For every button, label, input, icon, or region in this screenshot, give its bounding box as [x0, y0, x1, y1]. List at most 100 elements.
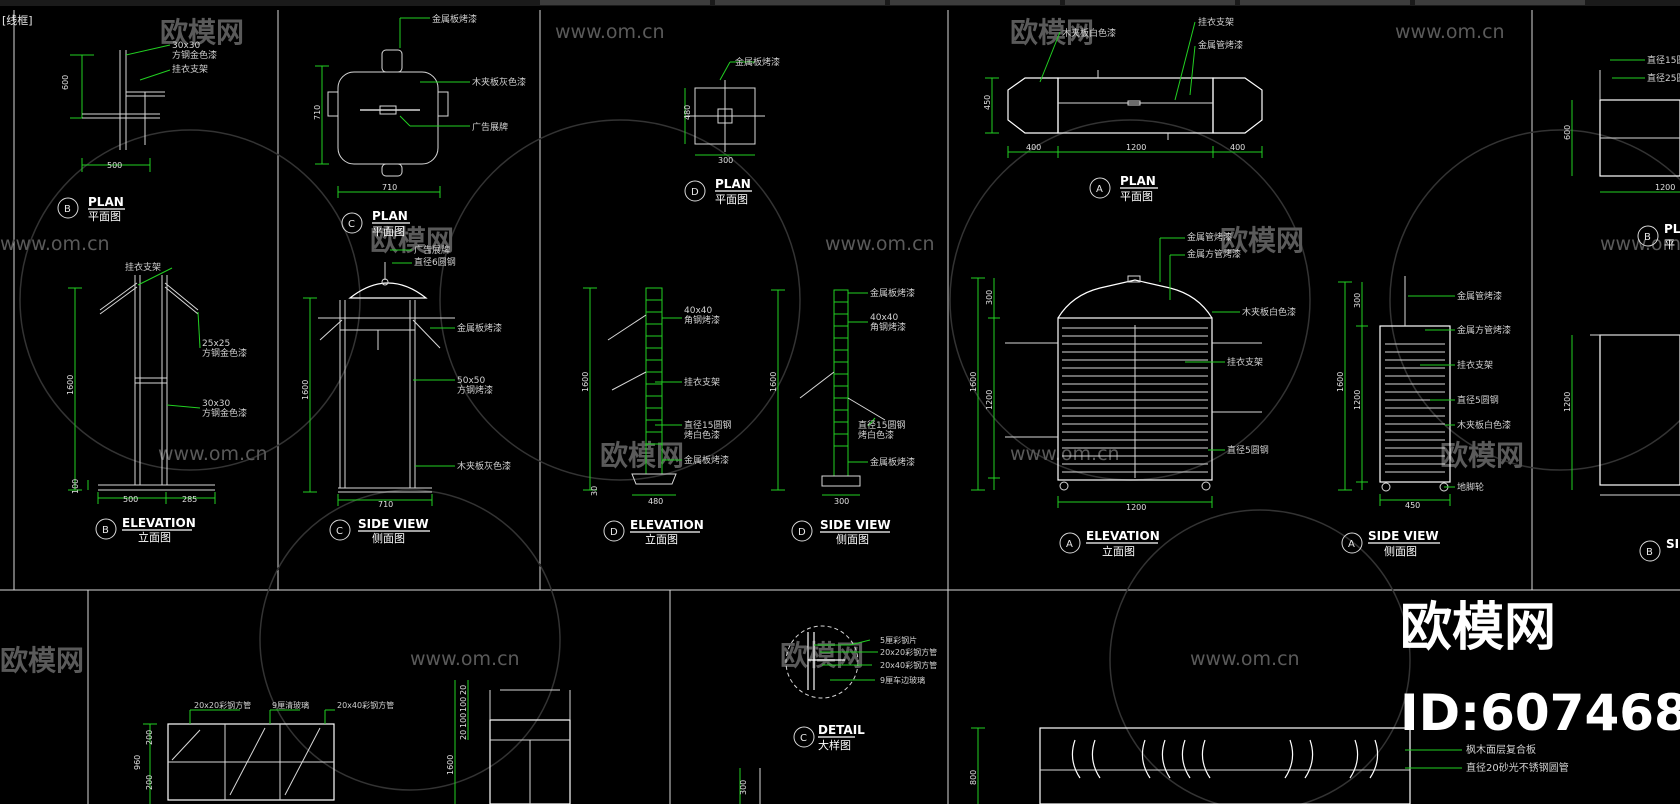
panel-a-cabinet: 450 400 1200 400 木夹板白色漆 挂衣支架 金属管烤漆 A PLA…	[969, 16, 1511, 558]
svg-text:300: 300	[718, 156, 733, 165]
svg-text:100: 100	[459, 713, 468, 728]
note-c-paint: 方钢烤漆	[457, 384, 493, 396]
svg-text:1600: 1600	[581, 372, 590, 392]
note-c-size: 50x50	[457, 376, 486, 386]
plan-c-drawing: 710 710	[313, 17, 470, 198]
svg-text:SID: SID	[1666, 537, 1680, 551]
side-view-d-title: D SIDE VIEW 侧面图	[791, 518, 891, 546]
svg-text:SIDE VIEW: SIDE VIEW	[1368, 529, 1439, 543]
panel-bottom-c-detail: 5厘彩钢片 20x20彩钢方管 20x40彩钢方管 9厘车边玻璃 C DETAI…	[739, 625, 937, 804]
svg-text:A: A	[1096, 184, 1103, 195]
toolbar-tab[interactable]	[540, 0, 710, 5]
svg-text:平面图: 平面图	[715, 193, 748, 206]
note-b-hanger2: 挂衣支架	[125, 261, 161, 273]
svg-text:20x20彩钢方管: 20x20彩钢方管	[194, 700, 251, 710]
svg-text:300: 300	[1353, 293, 1362, 308]
svg-text:1600: 1600	[446, 755, 455, 775]
panel-bottom-a-display: 960 200 200 20x20彩钢方管 9厘清玻璃 20x40彩钢方管 16…	[133, 680, 571, 804]
watermark-brand: 欧模网	[1440, 439, 1524, 472]
toolbar-tab[interactable]	[890, 0, 1060, 5]
panel-c-stand: 710 710 金属板烤漆 木夹板灰色漆 广告展牌 C PLAN 平面图	[301, 13, 526, 545]
svg-text:PLAN: PLAN	[715, 177, 751, 191]
note-d-tube: 直径15圆钢	[684, 419, 731, 431]
watermark-site: www.om.cn	[158, 443, 268, 465]
watermark-site: www.om.cn	[1190, 648, 1300, 670]
svg-text:立面图: 立面图	[645, 532, 678, 546]
note-b-finish2: 方钢金色漆	[202, 347, 247, 359]
svg-text:侧面图: 侧面图	[1384, 545, 1417, 558]
panel-frames	[0, 10, 1680, 804]
svg-text:1600: 1600	[769, 372, 778, 392]
toolbar-tab[interactable]	[1415, 0, 1585, 5]
note-c-metal2: 金属板烤漆	[457, 322, 502, 334]
svg-text:1200: 1200	[1353, 390, 1362, 410]
svg-text:平面图: 平面图	[372, 225, 405, 238]
svg-text:平面图: 平面图	[88, 210, 121, 223]
svg-text:20x40彩钢方管: 20x40彩钢方管	[337, 700, 394, 710]
plan-a-title: A PLAN 平面图	[1089, 174, 1158, 203]
note-a-metal: 金属管烤漆	[1198, 39, 1243, 51]
brand-id: ID:607468	[1400, 684, 1680, 742]
side-view-c-title: C SIDE VIEW 侧面图	[329, 517, 430, 545]
svg-text:480: 480	[683, 105, 692, 120]
elevation-b-title: B ELEVATION 立面图	[95, 516, 196, 544]
watermark-brand: 欧模网	[0, 644, 84, 677]
note-a-s-wood: 木夹板白色漆	[1457, 419, 1511, 431]
svg-text:1200: 1200	[1126, 503, 1146, 512]
svg-text:直径15圆: 直径15圆	[1647, 54, 1680, 66]
svg-text:100: 100	[71, 479, 80, 494]
svg-text:300: 300	[985, 290, 994, 305]
watermark-site: www.om.cn	[1395, 21, 1505, 43]
side-view-a-drawing: 1600 1200 300 450	[1336, 276, 1455, 510]
panel-d-stand: 480 300 金属板烤漆 D PLAN 平面图	[581, 56, 915, 546]
plan-b-drawing: 600 500	[61, 44, 171, 172]
note-d-hanger: 挂衣支架	[684, 376, 720, 388]
note-c-tube: 直径6圆钢	[414, 256, 456, 268]
svg-text:B: B	[64, 204, 71, 215]
note-d-tube2: 直径15圆钢	[858, 419, 905, 431]
svg-text:大样图: 大样图	[818, 738, 851, 752]
svg-text:200: 200	[145, 730, 154, 745]
elevation-a-title: A ELEVATION 立面图	[1059, 529, 1160, 558]
svg-text:710: 710	[378, 500, 393, 509]
elevation-a-drawing: 1600 1200 300 1200	[969, 237, 1262, 512]
brand-overlay: 欧模网 ID:607468	[1400, 598, 1680, 742]
svg-text:C: C	[800, 733, 807, 744]
side-view-d-drawing: 1600 300	[769, 289, 886, 506]
svg-text:600: 600	[61, 75, 70, 90]
viewport-label[interactable]: [线框]	[2, 13, 33, 27]
svg-text:1600: 1600	[66, 375, 75, 395]
toolbar-tab[interactable]	[715, 0, 885, 5]
toolbar-tab[interactable]	[1065, 0, 1235, 5]
svg-text:5厘彩钢片: 5厘彩钢片	[880, 635, 917, 645]
note-b-size2: 25x25	[202, 339, 230, 349]
svg-text:DETAIL: DETAIL	[818, 723, 865, 737]
note-a-hanger2: 挂衣支架	[1227, 356, 1263, 368]
svg-text:710: 710	[382, 183, 397, 192]
note-b-size3: 30x30	[202, 399, 231, 409]
watermark-brand: 欧模网	[370, 224, 454, 257]
note-d-white: 烤白色漆	[684, 429, 720, 441]
watermark-site: www.om.cn	[1010, 443, 1120, 465]
svg-text:960: 960	[133, 755, 142, 770]
note-d-angle: 角钢烤漆	[684, 314, 720, 326]
svg-text:直径20砂光不锈钢圆管: 直径20砂光不锈钢圆管	[1466, 761, 1569, 774]
plan-d-drawing: 480 300	[683, 61, 765, 165]
svg-text:1600: 1600	[301, 380, 310, 400]
svg-text:D: D	[798, 527, 806, 538]
brand-logo-text: 欧模网	[1400, 598, 1556, 658]
watermark-brand: 欧模网	[1010, 16, 1094, 49]
svg-text:9厘车边玻璃: 9厘车边玻璃	[880, 675, 925, 685]
note-a-s-square: 金属方管烤漆	[1457, 324, 1511, 336]
note-a-s-metal: 金属管烤漆	[1457, 290, 1502, 302]
svg-text:450: 450	[1405, 501, 1420, 510]
svg-text:A: A	[1348, 539, 1355, 550]
svg-text:100: 100	[459, 697, 468, 712]
svg-text:710: 710	[313, 105, 322, 120]
note-b-size1: 30x30	[172, 41, 201, 51]
toolbar-tab[interactable]	[1240, 0, 1410, 5]
note-d-metal4: 金属板烤漆	[870, 456, 915, 468]
svg-text:PLAN: PLAN	[88, 195, 124, 209]
note-d-size2: 40x40	[870, 313, 899, 323]
